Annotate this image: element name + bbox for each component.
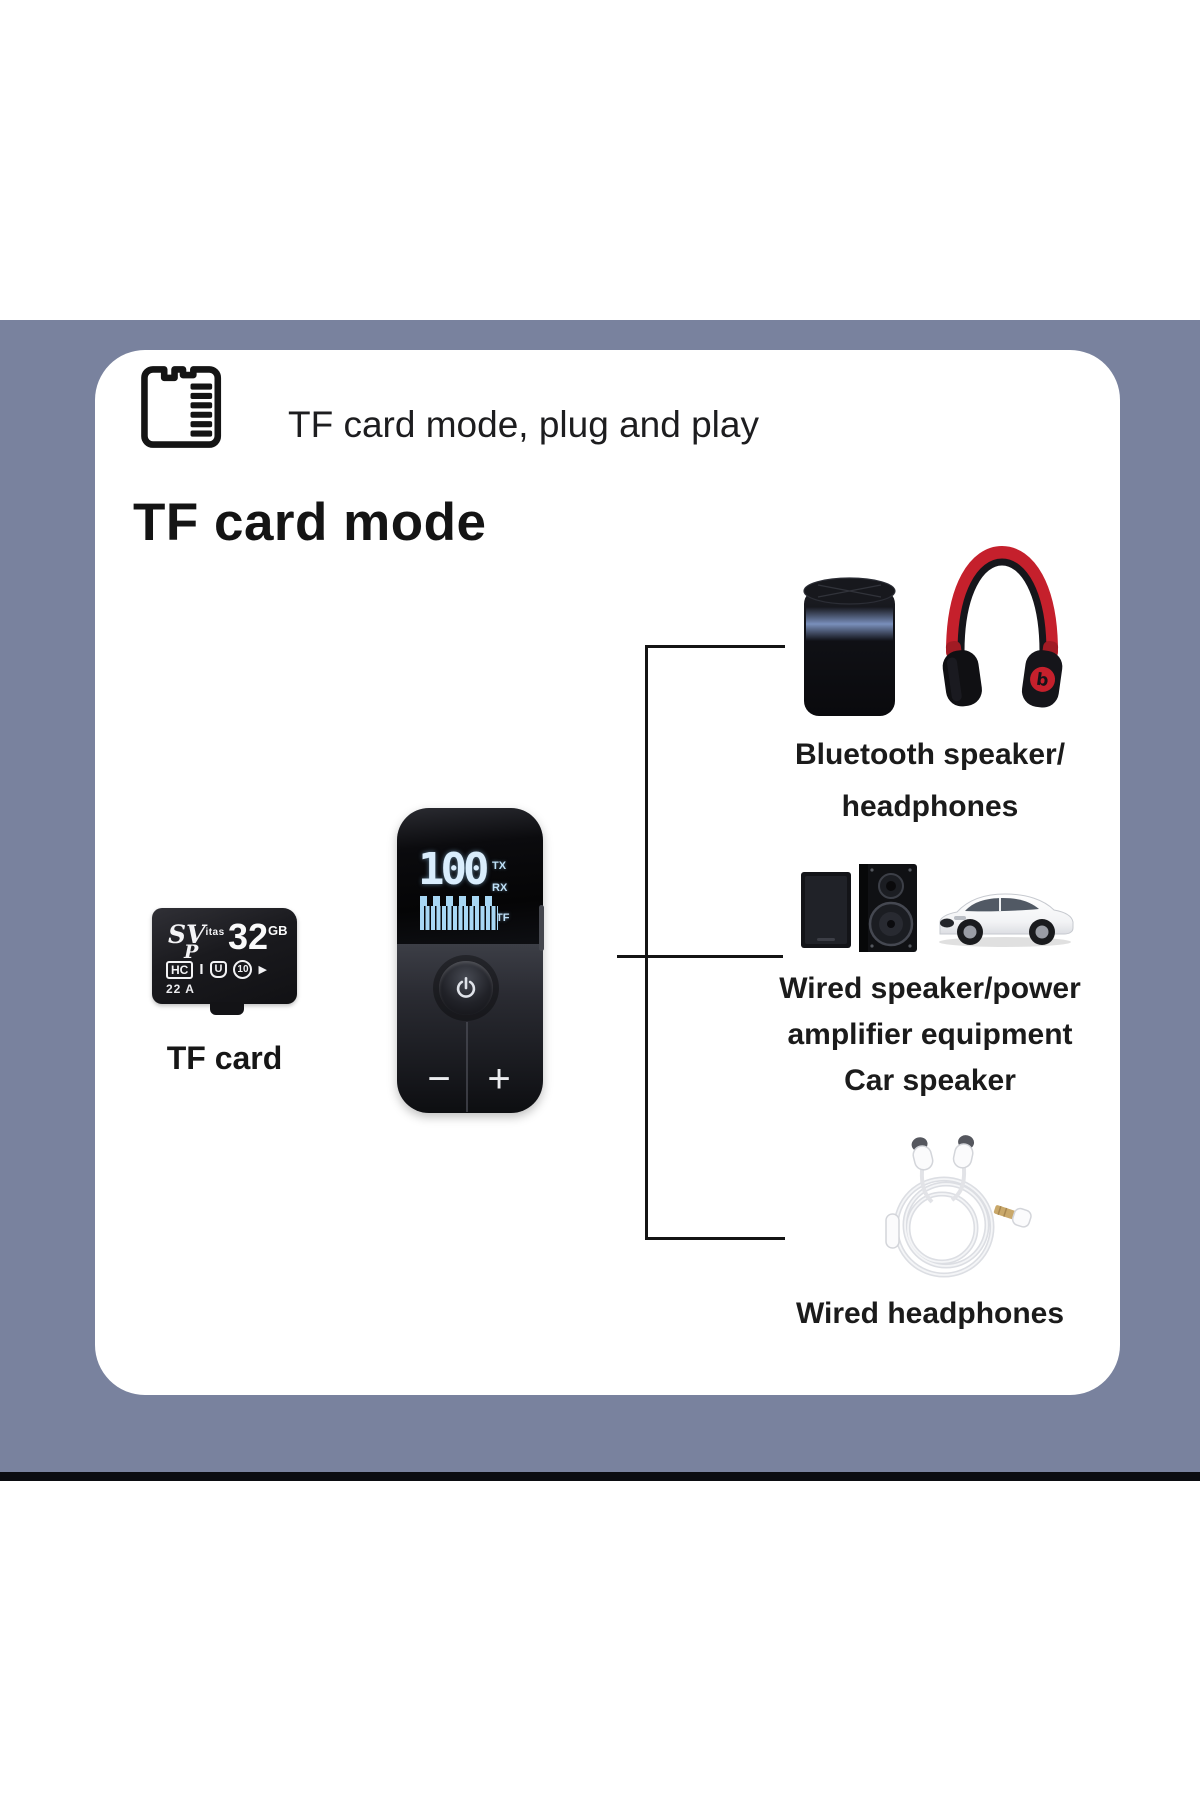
tf-card-spec-badges: HC I U 10 ▶	[166, 960, 267, 979]
label-line: amplifier equipment	[787, 1018, 1073, 1051]
label-line: Wired headphones	[795, 1297, 1065, 1330]
connector-branch-bottom	[645, 1237, 785, 1240]
bluetooth-adapter-device: 100 TX RX TF − +	[397, 808, 543, 1113]
content-card	[95, 350, 1120, 1395]
label-line: Bluetooth speaker/	[794, 738, 1066, 771]
lcd-volume-readout: 100	[418, 844, 490, 895]
car-image	[939, 893, 1074, 947]
svg-text:b: b	[1035, 670, 1050, 691]
power-icon	[456, 976, 476, 998]
volume-down-button: −	[427, 1057, 451, 1101]
lcd-tf-indicator: TF	[496, 912, 510, 924]
tf-card-caption: TF card	[166, 1040, 283, 1076]
label-line: Car speaker	[844, 1064, 1016, 1097]
label-line: headphones	[841, 790, 1019, 823]
volume-button-divider	[466, 1022, 468, 1112]
wired-speakers-image	[801, 864, 917, 952]
bluetooth-headphones-image: b	[942, 545, 1063, 708]
tf-card-corner-label: 22 A	[166, 982, 195, 996]
class10-badge: 10	[233, 960, 253, 979]
lcd-tx-indicator: TX	[492, 860, 507, 872]
tf-card-image	[152, 908, 297, 1004]
header-caption: TF card mode, plug and play	[288, 404, 759, 445]
tf-card-tab	[210, 1002, 244, 1015]
bluetooth-speaker-label: Bluetooth speaker/ headphones	[770, 729, 1090, 833]
wired-speaker-label: Wired speaker/power amplifier equipment …	[758, 966, 1102, 1104]
connector-branch-middle	[617, 955, 783, 958]
bottom-dark-strip	[0, 1472, 1200, 1481]
wired-headphones-label: Wired headphones	[770, 1294, 1090, 1334]
tf-card-capacity: 32GB	[228, 916, 288, 957]
sd-card-icon	[141, 366, 222, 448]
tf-card-brand-logo: SVitas P	[168, 920, 225, 963]
power-button	[439, 961, 493, 1015]
lcd-bars-body	[420, 906, 498, 930]
connector-branch-top	[645, 645, 785, 648]
u-speed-badge: U	[209, 961, 228, 978]
sdhc-badge: HC	[166, 960, 194, 979]
bluetooth-speaker-image	[803, 577, 896, 716]
wired-earphones-image	[885, 1135, 1032, 1278]
device-side-button	[539, 905, 544, 951]
device-lcd-screen: 100 TX RX TF	[418, 844, 509, 930]
page-title: TF card mode	[133, 493, 487, 552]
connector-vertical-line	[645, 645, 648, 1240]
lcd-bars-teeth	[420, 896, 498, 906]
play-arrow-badge: ▶	[258, 964, 267, 976]
label-line: Wired speaker/power	[779, 972, 1081, 1005]
volume-up-button: +	[487, 1057, 511, 1101]
lcd-rx-indicator: RX	[492, 882, 508, 894]
uhs-i-badge: I	[199, 961, 204, 978]
lcd-level-bars	[420, 896, 498, 930]
